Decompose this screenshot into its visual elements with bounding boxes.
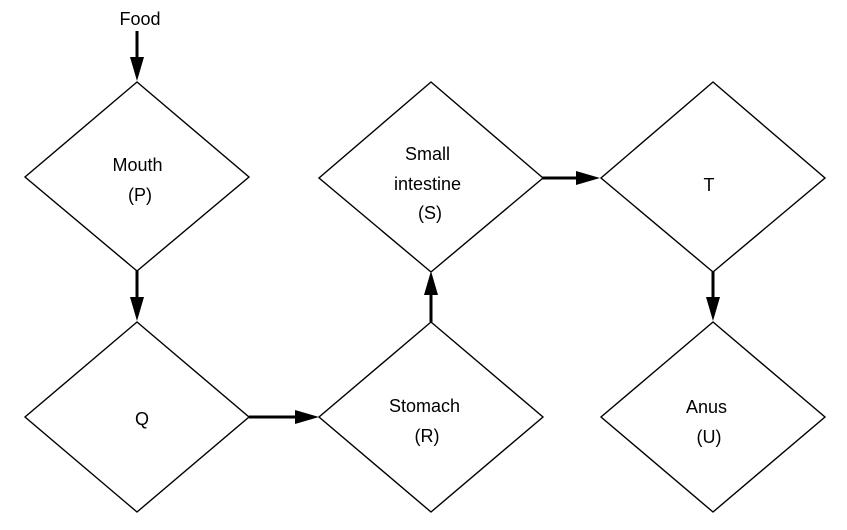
node-stomach: Stomach (R)	[317, 321, 545, 513]
edge-mouth-to-q	[130, 270, 144, 321]
node-small-intestine-shape	[317, 81, 545, 273]
node-stomach-label: Stomach (R)	[389, 396, 465, 446]
node-small-intestine: Small intestine (S)	[317, 81, 545, 273]
food-label: Food	[119, 9, 160, 29]
edge-small-intestine-to-t	[542, 171, 600, 185]
node-mouth-shape	[23, 81, 251, 272]
node-q-shape	[23, 321, 251, 513]
node-stomach-shape	[317, 321, 545, 513]
edges	[130, 31, 720, 424]
node-t-label: T	[704, 175, 715, 195]
node-small-intestine-label: Small intestine (S)	[394, 144, 466, 223]
node-anus-label: Anus (U)	[686, 397, 732, 447]
node-q-label: Q	[135, 409, 149, 429]
node-q: Q	[23, 321, 251, 513]
node-mouth-label: Mouth (P)	[112, 155, 167, 205]
node-t: T	[599, 81, 827, 273]
node-anus-shape	[599, 321, 827, 513]
node-t-shape	[599, 81, 827, 273]
node-mouth: Mouth (P)	[23, 81, 251, 272]
edge-q-to-stomach	[249, 410, 319, 424]
edge-stomach-to-small-intestine	[424, 271, 438, 322]
edge-food-to-mouth	[130, 31, 144, 81]
node-anus: Anus (U)	[599, 321, 827, 513]
edge-t-to-anus	[706, 270, 720, 321]
